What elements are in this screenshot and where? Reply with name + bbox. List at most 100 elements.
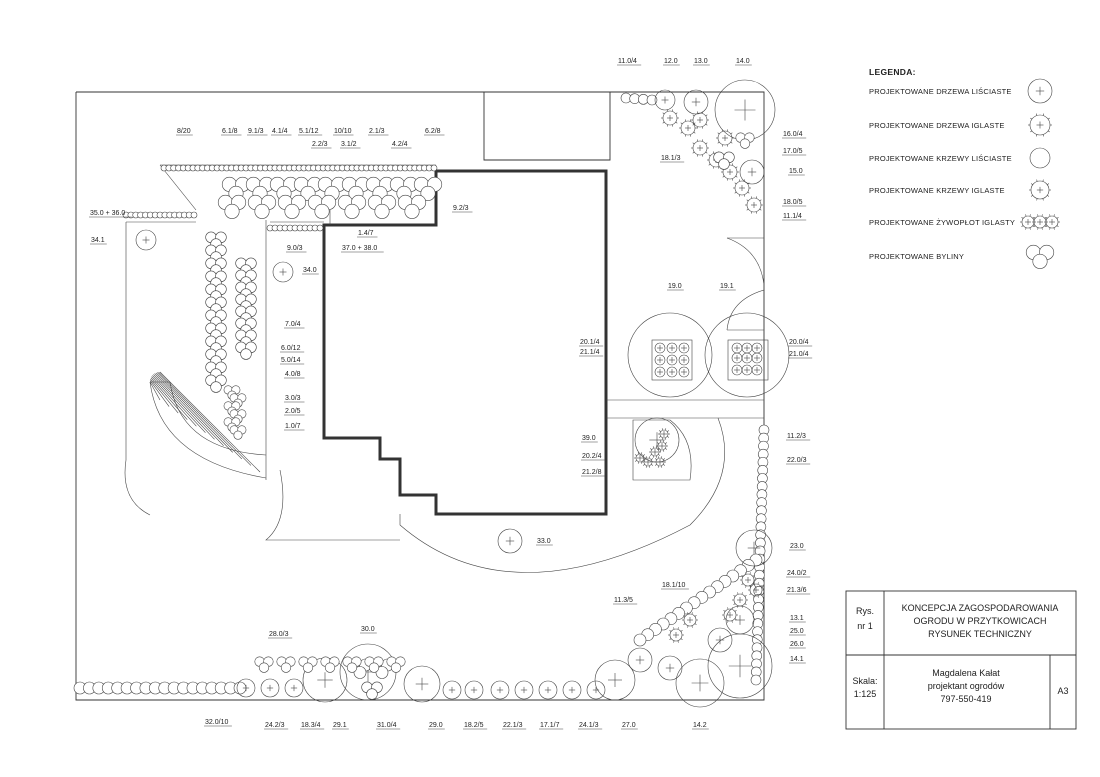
plant-label-3-0-3: 3.0/3 (285, 395, 301, 402)
conifer-symbol (668, 627, 684, 643)
tree-symbol (741, 352, 753, 364)
plant-label-24-2-3: 24.2/3 (265, 722, 285, 729)
conifer-symbol (1044, 214, 1060, 230)
tree-symbol (678, 354, 690, 366)
plant-label-4-1-4: 4.1/4 (272, 128, 288, 135)
perennial-symbol (298, 656, 318, 673)
plant-label-2-2-3: 2.2/3 (312, 141, 328, 148)
author-role: projektant ogrodów (928, 681, 1005, 691)
perennial-symbol (735, 132, 755, 149)
plant-label-1-4-7: 1.4/7 (358, 230, 374, 237)
tree-symbol (284, 678, 304, 698)
plant-label-21-1-4: 21.1/4 (580, 349, 600, 356)
tree-symbol (260, 678, 280, 698)
plant-label-29-0: 29.0 (429, 722, 443, 729)
plant-label-7-0-4: 7.0/4 (285, 321, 301, 328)
plant-label-12-0: 12.0 (664, 58, 678, 65)
plot-boundary (75, 91, 765, 701)
tree-symbol (403, 665, 441, 703)
author-name: Magdalena Kałat (932, 668, 1000, 678)
plant-label-22-1-3: 22.1/3 (503, 722, 523, 729)
plant-label-21-2-8: 21.2/8 (582, 469, 602, 476)
legend-title: LEGENDA: (869, 67, 916, 77)
tree-symbol (751, 352, 763, 364)
legend-item: PROJEKTOWANE BYLINY (869, 244, 1055, 269)
perennial-symbol (320, 656, 340, 673)
hedge-south (73, 681, 247, 695)
plant-label-5-1-12: 5.1/12 (299, 128, 319, 135)
legend-item-label: PROJEKTOWANE ŻYWOPŁOT IGLASTY (869, 218, 1015, 227)
plant-label-19-1: 19.1 (720, 283, 734, 290)
tree-symbol (735, 529, 773, 567)
conifer-shrub-icon-shape (1029, 179, 1051, 201)
perennial-symbol (205, 374, 227, 393)
plant-label-20-2-4: 20.2/4 (582, 453, 602, 460)
tree-symbol (627, 647, 653, 673)
perennial-symbol (386, 656, 406, 673)
conifer-tree-icon-shape (1028, 113, 1052, 137)
plant-label-17-0-5: 17.0/5 (783, 148, 803, 155)
tree-symbol (739, 159, 765, 185)
terrace-paths (124, 164, 764, 573)
tree-symbol (725, 605, 755, 635)
tree-symbol (236, 678, 256, 698)
plant-label-17-1-7: 17.1/7 (540, 722, 560, 729)
legend: LEGENDA: PROJEKTOWANE DRZEWA LIŚCIASTEPR… (869, 67, 1060, 269)
rys-label: Rys. (856, 606, 874, 616)
perennial-symbol (337, 194, 367, 219)
conifer-tree-icon (1028, 113, 1052, 137)
plant-label-24-0-2: 24.0/2 (787, 570, 807, 577)
tree-symbol (731, 352, 743, 364)
perennial-symbol (229, 425, 247, 440)
legend-item-label: PROJEKTOWANE KRZEWY LIŚCIASTE (869, 154, 1012, 163)
tree-symbol (741, 364, 753, 376)
tree-symbol (654, 89, 676, 111)
legend-item: PROJEKTOWANE DRZEWA IGLASTE (869, 113, 1052, 137)
plant-label-29-1: 29.1 (333, 722, 347, 729)
tree-symbol (666, 354, 678, 366)
plant-label-4-0-8: 4.0/8 (285, 371, 301, 378)
tree-symbol (538, 680, 558, 700)
conifer-symbol (745, 196, 763, 214)
conifer-symbol (721, 163, 739, 181)
title-line-1: KONCEPCJA ZAGOSPODAROWANIA (902, 603, 1059, 613)
plant-label-39-0: 39.0 (582, 435, 596, 442)
plant-label-22-0-3: 22.0/3 (787, 457, 807, 464)
perennial-symbol (364, 656, 384, 673)
tree-symbol (135, 229, 157, 251)
author-phone: 797-550-419 (940, 694, 991, 704)
tree-symbol (514, 680, 534, 700)
deciduous-shrub-icon (1029, 147, 1051, 169)
tree-symbol (731, 342, 743, 354)
legend-item-label: PROJEKTOWANE DRZEWA IGLASTE (869, 121, 1005, 130)
scale-value: 1:125 (854, 689, 877, 699)
perennial-symbol (713, 151, 735, 170)
hedge-top-left (122, 211, 198, 219)
plant-label-11-2-3: 11.2/3 (787, 433, 806, 440)
hedge-top (620, 92, 658, 106)
perennial-symbol (397, 194, 427, 219)
legend-item: PROJEKTOWANE KRZEWY IGLASTE (869, 179, 1051, 201)
plant-label-2-1-3: 2.1/3 (369, 128, 385, 135)
plant-label-9-1-3: 9.1/3 (248, 128, 264, 135)
tree-symbol (678, 366, 690, 378)
gate (726, 237, 765, 331)
perennial-symbol (276, 656, 296, 673)
hedge-se (633, 553, 763, 647)
perennial-symbol (307, 194, 337, 219)
tree-symbol (683, 89, 709, 115)
conifer-symbol (682, 612, 698, 628)
rys-number: nr 1 (857, 621, 873, 631)
plant-label-14-1: 14.1 (790, 656, 804, 663)
plant-label-30-0: 30.0 (361, 626, 375, 633)
plant-label-23-0: 23.0 (790, 543, 804, 550)
planters (627, 312, 790, 481)
plant-label-6-1-8: 6.1/8 (222, 128, 238, 135)
perennial-symbol (247, 194, 277, 219)
plant-label-37-38: 37.0 + 38.0 (342, 245, 377, 252)
tree-symbol (675, 658, 725, 708)
tree-symbol (634, 417, 680, 463)
tree-symbol (654, 366, 666, 378)
perennial-symbol (217, 194, 247, 219)
perennials-icon (1025, 244, 1055, 269)
